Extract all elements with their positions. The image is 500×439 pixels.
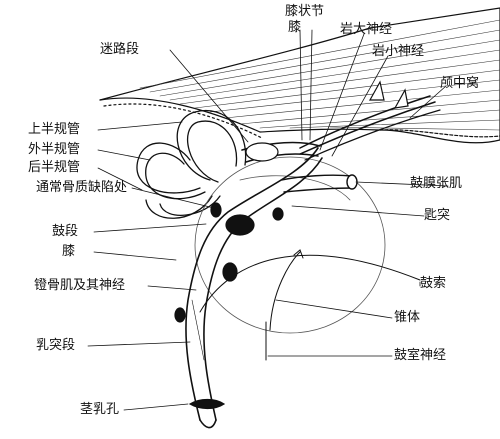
label-posterior-semicircular-canal: 后半规管 xyxy=(28,160,81,175)
middle-cranial-fossa-layer xyxy=(99,7,500,144)
petrosal-nerves xyxy=(299,80,441,161)
label-greater-petrosal-nerve: 岩大神经 xyxy=(340,22,393,37)
label-pyramidal-eminence: 锥体 xyxy=(394,310,421,325)
label-bone-dehiscence: 通常骨质缺陷处 xyxy=(36,180,128,195)
stylomastoid-foramen-ring xyxy=(188,398,226,410)
facial-nerve-canal xyxy=(185,141,323,429)
tensor-tympani-canal xyxy=(281,174,358,193)
label-stylomastoid-foramen: 茎乳孔 xyxy=(80,402,120,417)
label-tensor-tympani: 鼓膜张肌 xyxy=(410,176,463,191)
label-geniculate-ganglion: 膝状节 xyxy=(285,4,325,19)
label-genu-upper: 膝 xyxy=(288,20,302,35)
label-stapedius-muscle-and-nerve: 镫骨肌及其神经 xyxy=(34,278,126,293)
label-superior-semicircular-canal: 上半规管 xyxy=(28,122,81,137)
tympanic-cavity xyxy=(194,156,386,334)
chorda-and-tympanic-nerves xyxy=(199,249,421,361)
label-genu-lower: 膝 xyxy=(62,244,76,259)
ganglia-and-landmarks xyxy=(174,142,284,323)
label-mastoid-segment: 乳突段 xyxy=(36,338,76,353)
label-chorda-tympani: 鼓索 xyxy=(420,276,447,291)
label-cochleariform-process: 匙突 xyxy=(424,208,451,223)
semicircular-canals xyxy=(136,109,247,219)
leader-lines xyxy=(87,29,449,411)
label-tympanic-segment: 鼓段 xyxy=(52,224,79,239)
label-lesser-petrosal-nerve: 岩小神经 xyxy=(372,44,425,59)
label-middle-cranial-fossa: 颅中窝 xyxy=(440,76,480,91)
label-lateral-semicircular-canal: 外半规管 xyxy=(28,142,81,157)
label-labyrinthine-segment: 迷路段 xyxy=(100,42,140,57)
label-tympanic-nerve: 鼓室神经 xyxy=(394,348,447,363)
